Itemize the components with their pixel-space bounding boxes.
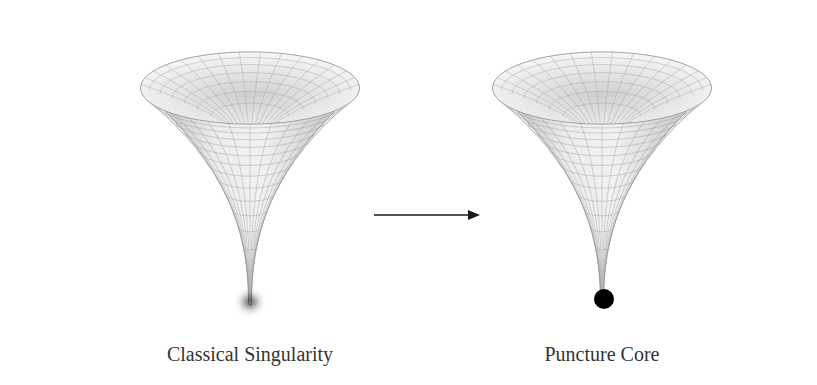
inner-ring — [149, 58, 350, 91]
inner-meridian — [252, 52, 261, 124]
inner-meridian — [604, 52, 613, 124]
grid-meridian — [251, 118, 311, 301]
funnel-illustration — [487, 45, 717, 320]
grid-meridian — [251, 95, 357, 301]
funnel-rim — [493, 52, 712, 124]
grid-meridian — [581, 123, 602, 301]
arrow-head — [468, 210, 480, 220]
funnel-figure: Classical Singularity — [131, 45, 369, 375]
grid-meridian — [501, 102, 601, 301]
grid-meridian — [525, 114, 601, 302]
grid-meridian — [603, 114, 679, 302]
inner-ring — [524, 73, 680, 99]
inner-meridian — [611, 56, 654, 125]
figure-caption: Classical Singularity — [131, 341, 369, 367]
surface-grid — [495, 94, 710, 302]
funnel-figure: Puncture Core — [483, 45, 721, 375]
grid-meridian — [229, 123, 250, 301]
inner-meridian — [614, 60, 672, 125]
surface-grid — [143, 94, 358, 302]
grid-meridian — [560, 121, 601, 301]
inner-meridian — [533, 60, 591, 125]
inner-meridian — [181, 60, 239, 125]
inner-ring — [197, 92, 303, 109]
inner-meridian — [591, 52, 600, 124]
grid-meridian — [208, 121, 249, 301]
inner-meridian — [550, 56, 593, 125]
grid-meridian — [159, 108, 249, 301]
grid-meridian — [603, 108, 693, 301]
grid-meridian — [143, 95, 249, 301]
grid-meridian — [603, 121, 644, 301]
grid-meridian — [495, 95, 601, 301]
inner-ring — [211, 103, 289, 116]
transition-arrow — [374, 210, 480, 220]
puncture-core-dot — [594, 289, 614, 309]
grid-meridian — [251, 102, 351, 301]
inner-meridian — [239, 52, 248, 124]
inner-meridian — [517, 65, 587, 126]
grid-meridian — [251, 108, 341, 301]
inner-meridian — [616, 65, 686, 126]
grid-meridian — [189, 118, 249, 301]
arrow-shaft — [374, 214, 469, 216]
inner-grid — [141, 52, 359, 129]
inner-meridian — [165, 65, 235, 126]
inner-meridian — [145, 78, 232, 129]
inner-ring — [563, 103, 641, 116]
singularity-blur — [243, 296, 257, 308]
funnel-opening — [141, 52, 360, 124]
inner-meridian — [262, 60, 320, 125]
grid-meridian — [603, 118, 663, 301]
grid-meridian — [511, 108, 601, 301]
grid-meridian — [541, 118, 601, 301]
grid-meridian — [602, 123, 623, 301]
inner-meridian — [259, 56, 302, 125]
inner-meridian — [218, 53, 244, 124]
inner-grid — [493, 52, 711, 129]
inner-meridian — [198, 56, 241, 125]
inner-meridian — [497, 78, 584, 129]
inner-ring — [172, 73, 328, 99]
grid-meridian — [250, 123, 271, 301]
grid-meridian — [173, 114, 249, 302]
grid-meridian — [603, 102, 703, 301]
inner-meridian — [264, 65, 334, 126]
funnel-illustration — [135, 45, 365, 320]
grid-meridian — [603, 95, 709, 301]
figure-caption: Puncture Core — [483, 341, 721, 367]
funnel-opening — [493, 52, 712, 124]
grid-meridian — [149, 102, 249, 301]
inner-ring — [549, 92, 655, 109]
funnel-rim — [141, 52, 360, 124]
inner-meridian — [570, 53, 596, 124]
grid-meridian — [251, 121, 292, 301]
inner-ring — [501, 58, 702, 91]
grid-meridian — [251, 114, 327, 302]
